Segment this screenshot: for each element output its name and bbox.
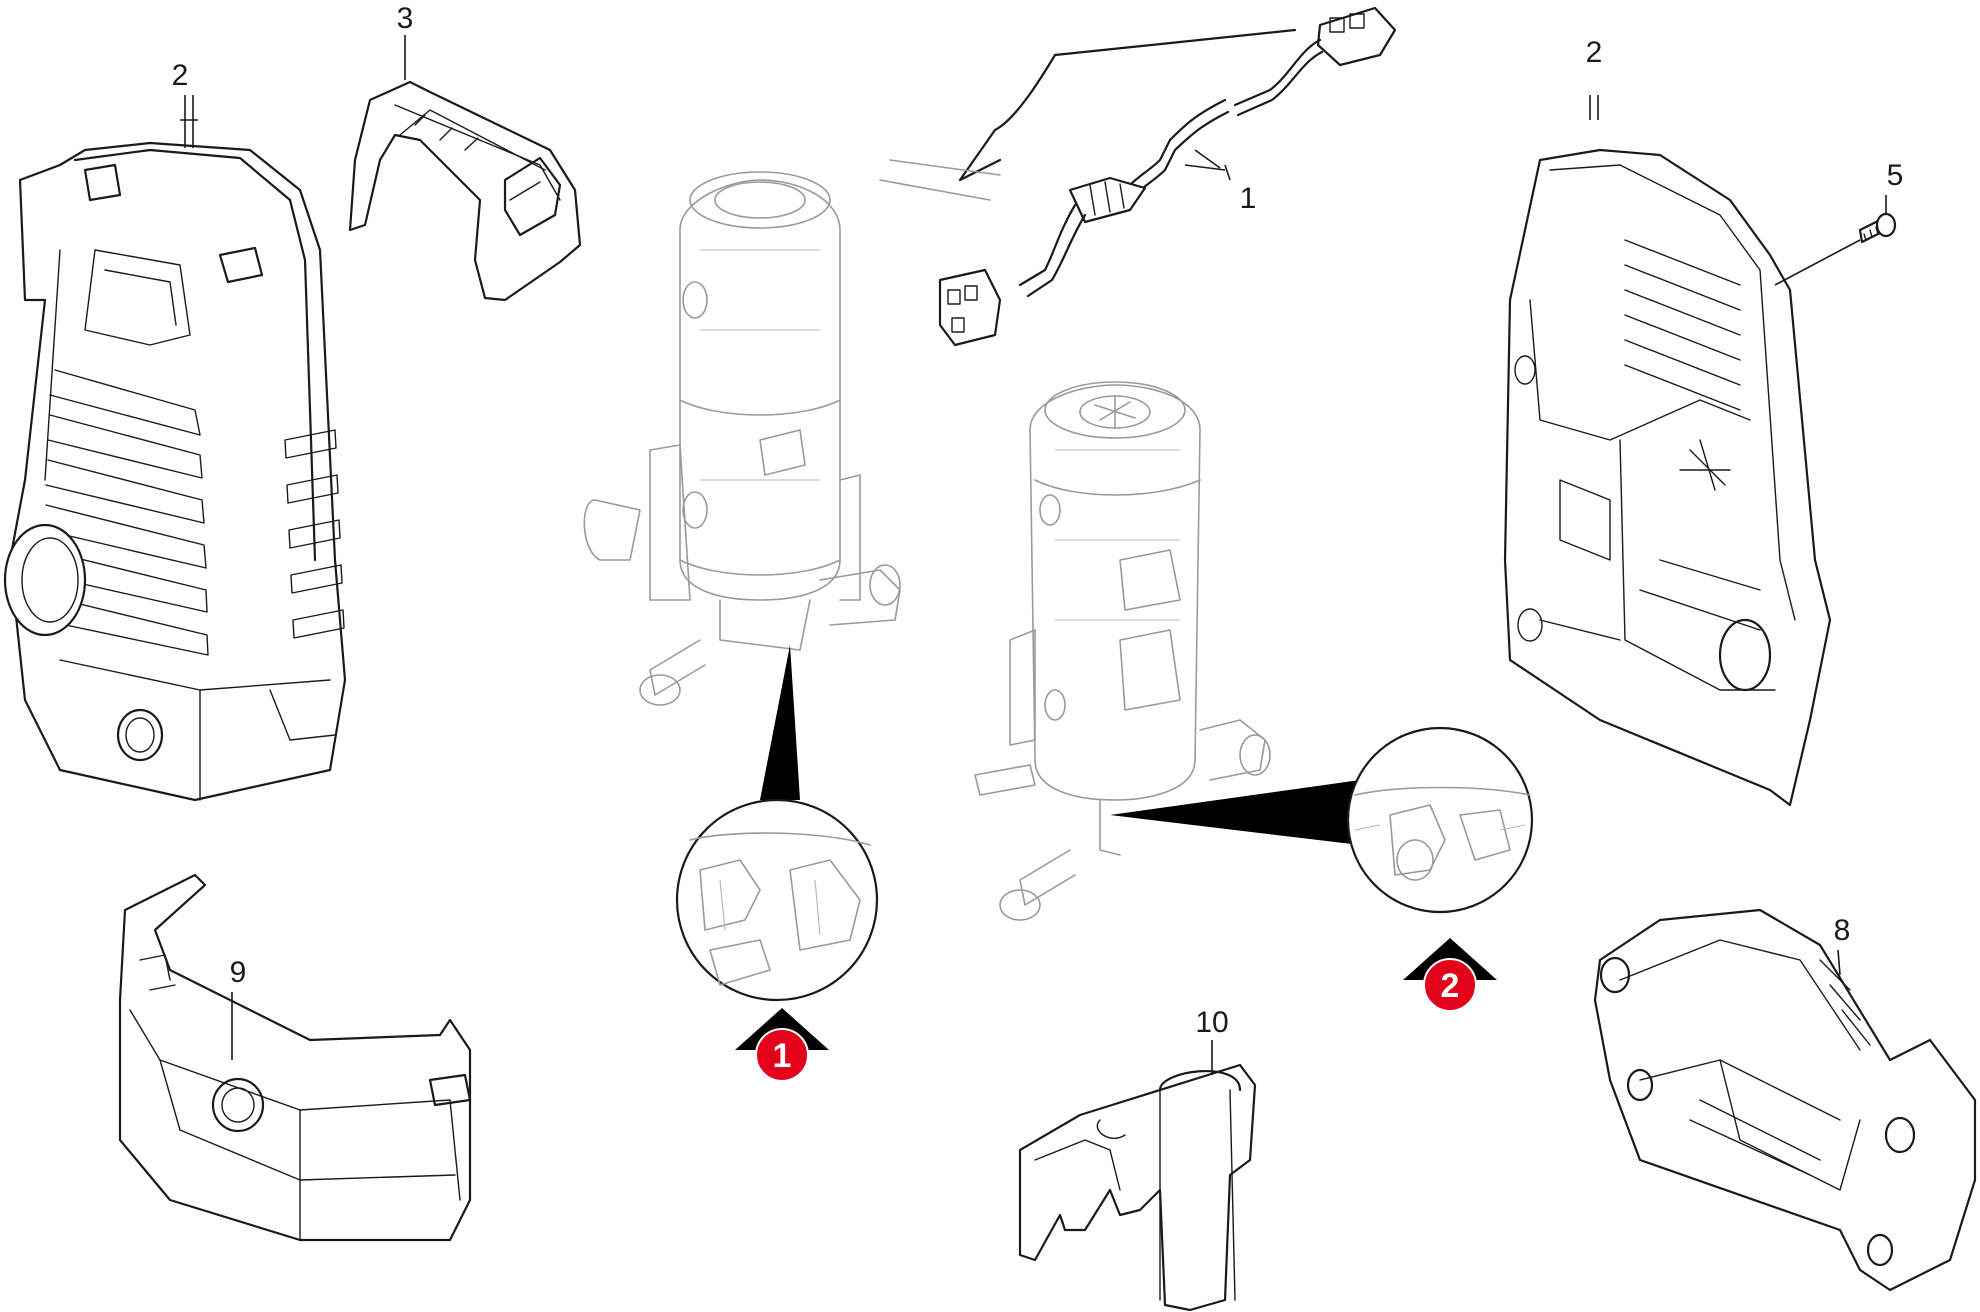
view-marker-1-number: 1 [773, 1037, 792, 1075]
detail-callout-2 [1110, 726, 1534, 914]
power-cable-part [879, 6, 1397, 347]
rear-bottom-cover-part [1593, 908, 1977, 1292]
front-bottom-cover-part [118, 873, 472, 1242]
part-label-10: 10 [1195, 1006, 1228, 1039]
heater-assembly-right [974, 381, 1271, 921]
heater-assembly-left [583, 171, 901, 706]
part-label-2-front: 2 [172, 59, 189, 92]
part-label-1: 1 [1240, 182, 1257, 215]
leader-line [180, 95, 198, 148]
handle-part [348, 80, 582, 302]
part-label-2-rear: 2 [1586, 36, 1603, 69]
hose-holder-part [1018, 1040, 1257, 1312]
part-label-8: 8 [1834, 914, 1851, 947]
view-marker-2-number: 2 [1441, 967, 1460, 1005]
part-label-9: 9 [230, 956, 247, 989]
detail-callout-1 [675, 645, 879, 1002]
front-cover-part [3, 141, 347, 802]
part-label-3: 3 [397, 2, 414, 35]
view-marker-1: 1 [735, 1008, 829, 1082]
view-marker-2: 2 [1403, 938, 1497, 1012]
rear-cover-part [1503, 95, 1861, 807]
part-label-5: 5 [1887, 159, 1904, 192]
leader-line [1224, 164, 1231, 181]
screw-part [1858, 195, 1897, 244]
